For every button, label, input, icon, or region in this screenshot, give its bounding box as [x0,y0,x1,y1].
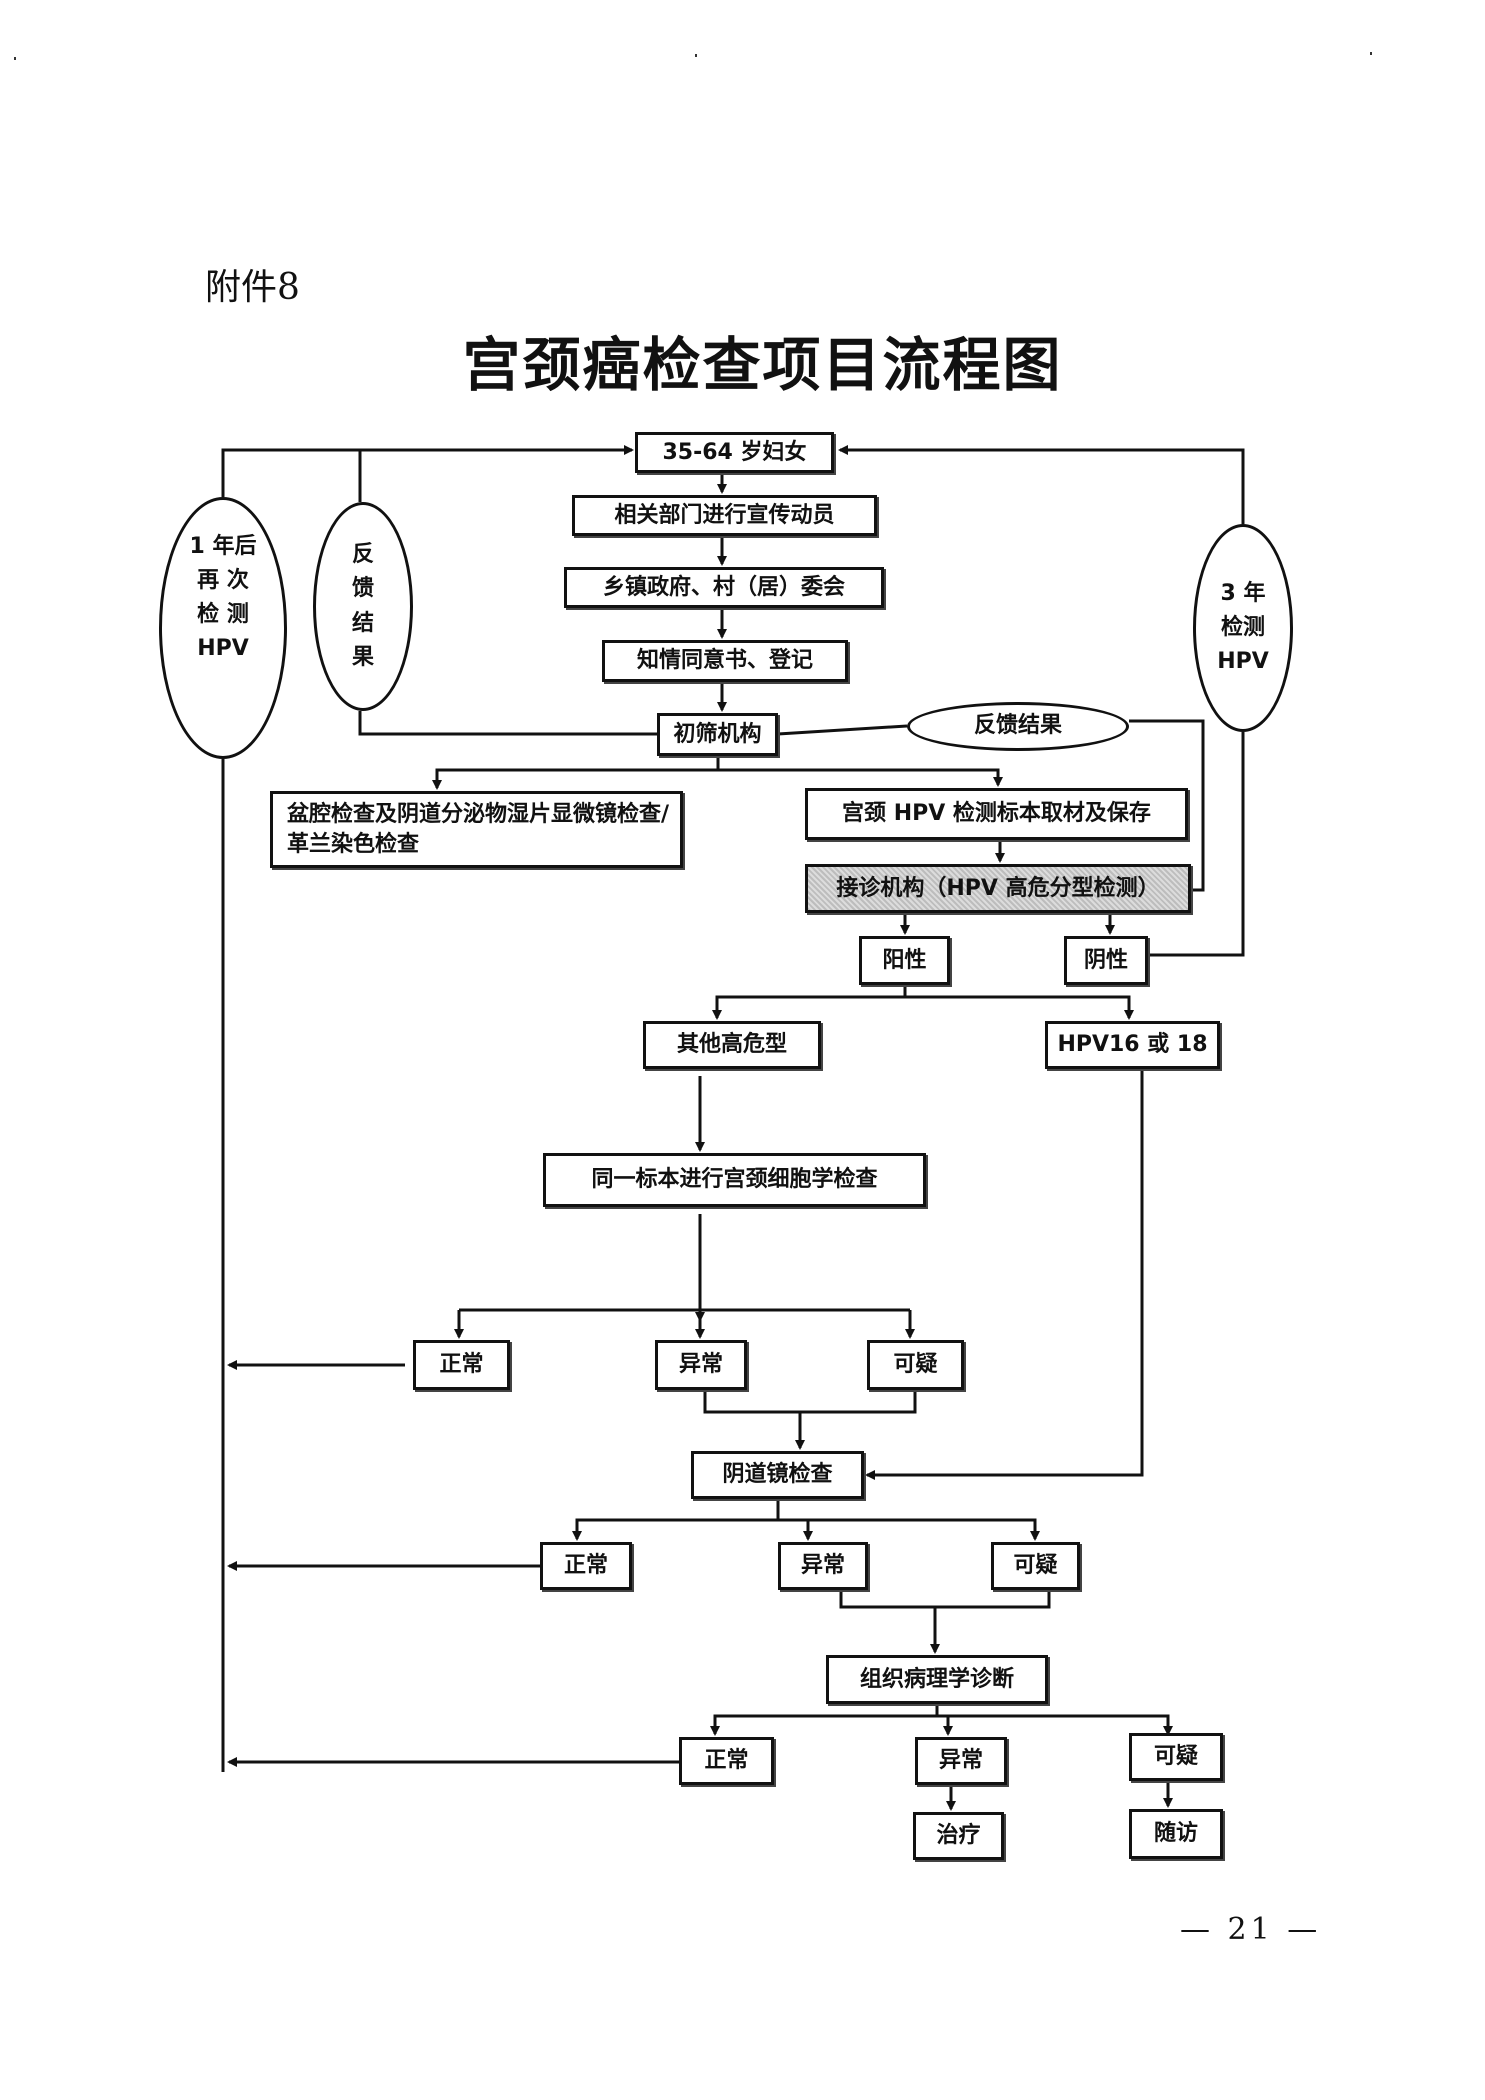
page-title: 宫颈癌检查项目流程图 [462,331,1063,399]
box-treatment: 治疗 [913,1812,1004,1860]
arrow-to-suspicious-2 [778,1518,1040,1541]
scan-speck [1370,52,1372,55]
arrow-3yr-into-start [838,445,1245,524]
box-cytology-abnormal: 异常 [655,1340,747,1390]
box-cytology-normal: 正常 [413,1340,510,1390]
oval-feedback-vertical-text: 反 馈 结 果 [351,542,374,670]
arrow-hpv16-to-colposcopy [865,1069,1144,1480]
box-colposcopy: 阴道镜检查 [691,1451,864,1499]
box-cytology: 同一标本进行宫颈细胞学检查 [543,1153,926,1207]
scan-speck [14,57,16,60]
box-start-women: 35-64 岁妇女 [635,432,834,473]
screening-to-feedback-oval [777,724,908,736]
negative-to-3yr-line [1148,732,1245,957]
box-histo-abnormal: 异常 [915,1737,1007,1785]
attachment-label: 附件8 [205,267,300,308]
box-cytology-suspicious: 可疑 [867,1340,964,1390]
box-histopathology: 组织病理学诊断 [826,1655,1048,1704]
oval-feedback-result-text: 反馈结果 [973,713,1062,739]
box-colposcopy-normal: 正常 [540,1542,632,1590]
page-number: — 21 — [1180,1912,1322,1947]
box-receiving-org: 接诊机构（HPV 高危分型检测） [805,864,1191,913]
scan-speck [695,54,697,57]
box-histo-normal: 正常 [679,1737,774,1785]
oval-retest-1yr: 1 年后 再 次 检 测 HPV [159,497,287,759]
box-hpv-sampling: 宫颈 HPV 检测标本取材及保存 [805,788,1188,840]
box-screening-org: 初筛机构 [657,713,778,756]
abnormal-suspicious-2-join [839,1590,1051,1609]
box-township: 乡镇政府、村（居）委会 [564,567,884,608]
arrow-to-hpv16-18 [905,995,1134,1020]
box-colposcopy-abnormal: 异常 [778,1542,868,1590]
arrow-to-other-high-risk [712,985,907,1020]
oval-retest-1yr-text: 1 年后 再 次 检 测 HPV [189,533,257,662]
box-pelvic-exam: 盆腔检查及阴道分泌物湿片显微镜检查/革兰染色检查 [270,791,683,868]
box-positive: 阳性 [859,936,950,985]
box-follow-up: 随访 [1129,1809,1223,1859]
box-colposcopy-suspicious: 可疑 [991,1542,1080,1590]
box-consent: 知情同意书、登记 [602,640,848,682]
arrow-to-suspicious-3 [937,1714,1173,1736]
oval-feedback-result: 反馈结果 [907,702,1129,751]
oval-test-3yr: 3 年 检测 HPV [1193,524,1293,732]
arrow-to-normal-3 [710,1704,939,1736]
arrow-to-pelvic [432,756,720,790]
oval-feedback-vertical: 反 馈 结 果 [313,502,413,711]
box-other-high-risk: 其他高危型 [643,1021,821,1069]
abnormal-suspicious-1-join [703,1390,917,1414]
arrow-to-normal-2 [572,1499,780,1541]
feedback-oval-to-receiving [1129,719,1205,892]
box-negative: 阴性 [1064,936,1148,985]
loop-left-connector [221,448,362,502]
box-histo-suspicious: 可疑 [1129,1733,1223,1781]
oval-test-3yr-text: 3 年 检测 HPV [1217,580,1269,675]
feedback-to-screening-line [358,711,657,736]
arrow-to-hpv-sampling [718,768,1003,787]
box-hpv16-18: HPV16 或 18 [1045,1021,1220,1069]
box-mobilize: 相关部门进行宣传动员 [572,495,877,536]
